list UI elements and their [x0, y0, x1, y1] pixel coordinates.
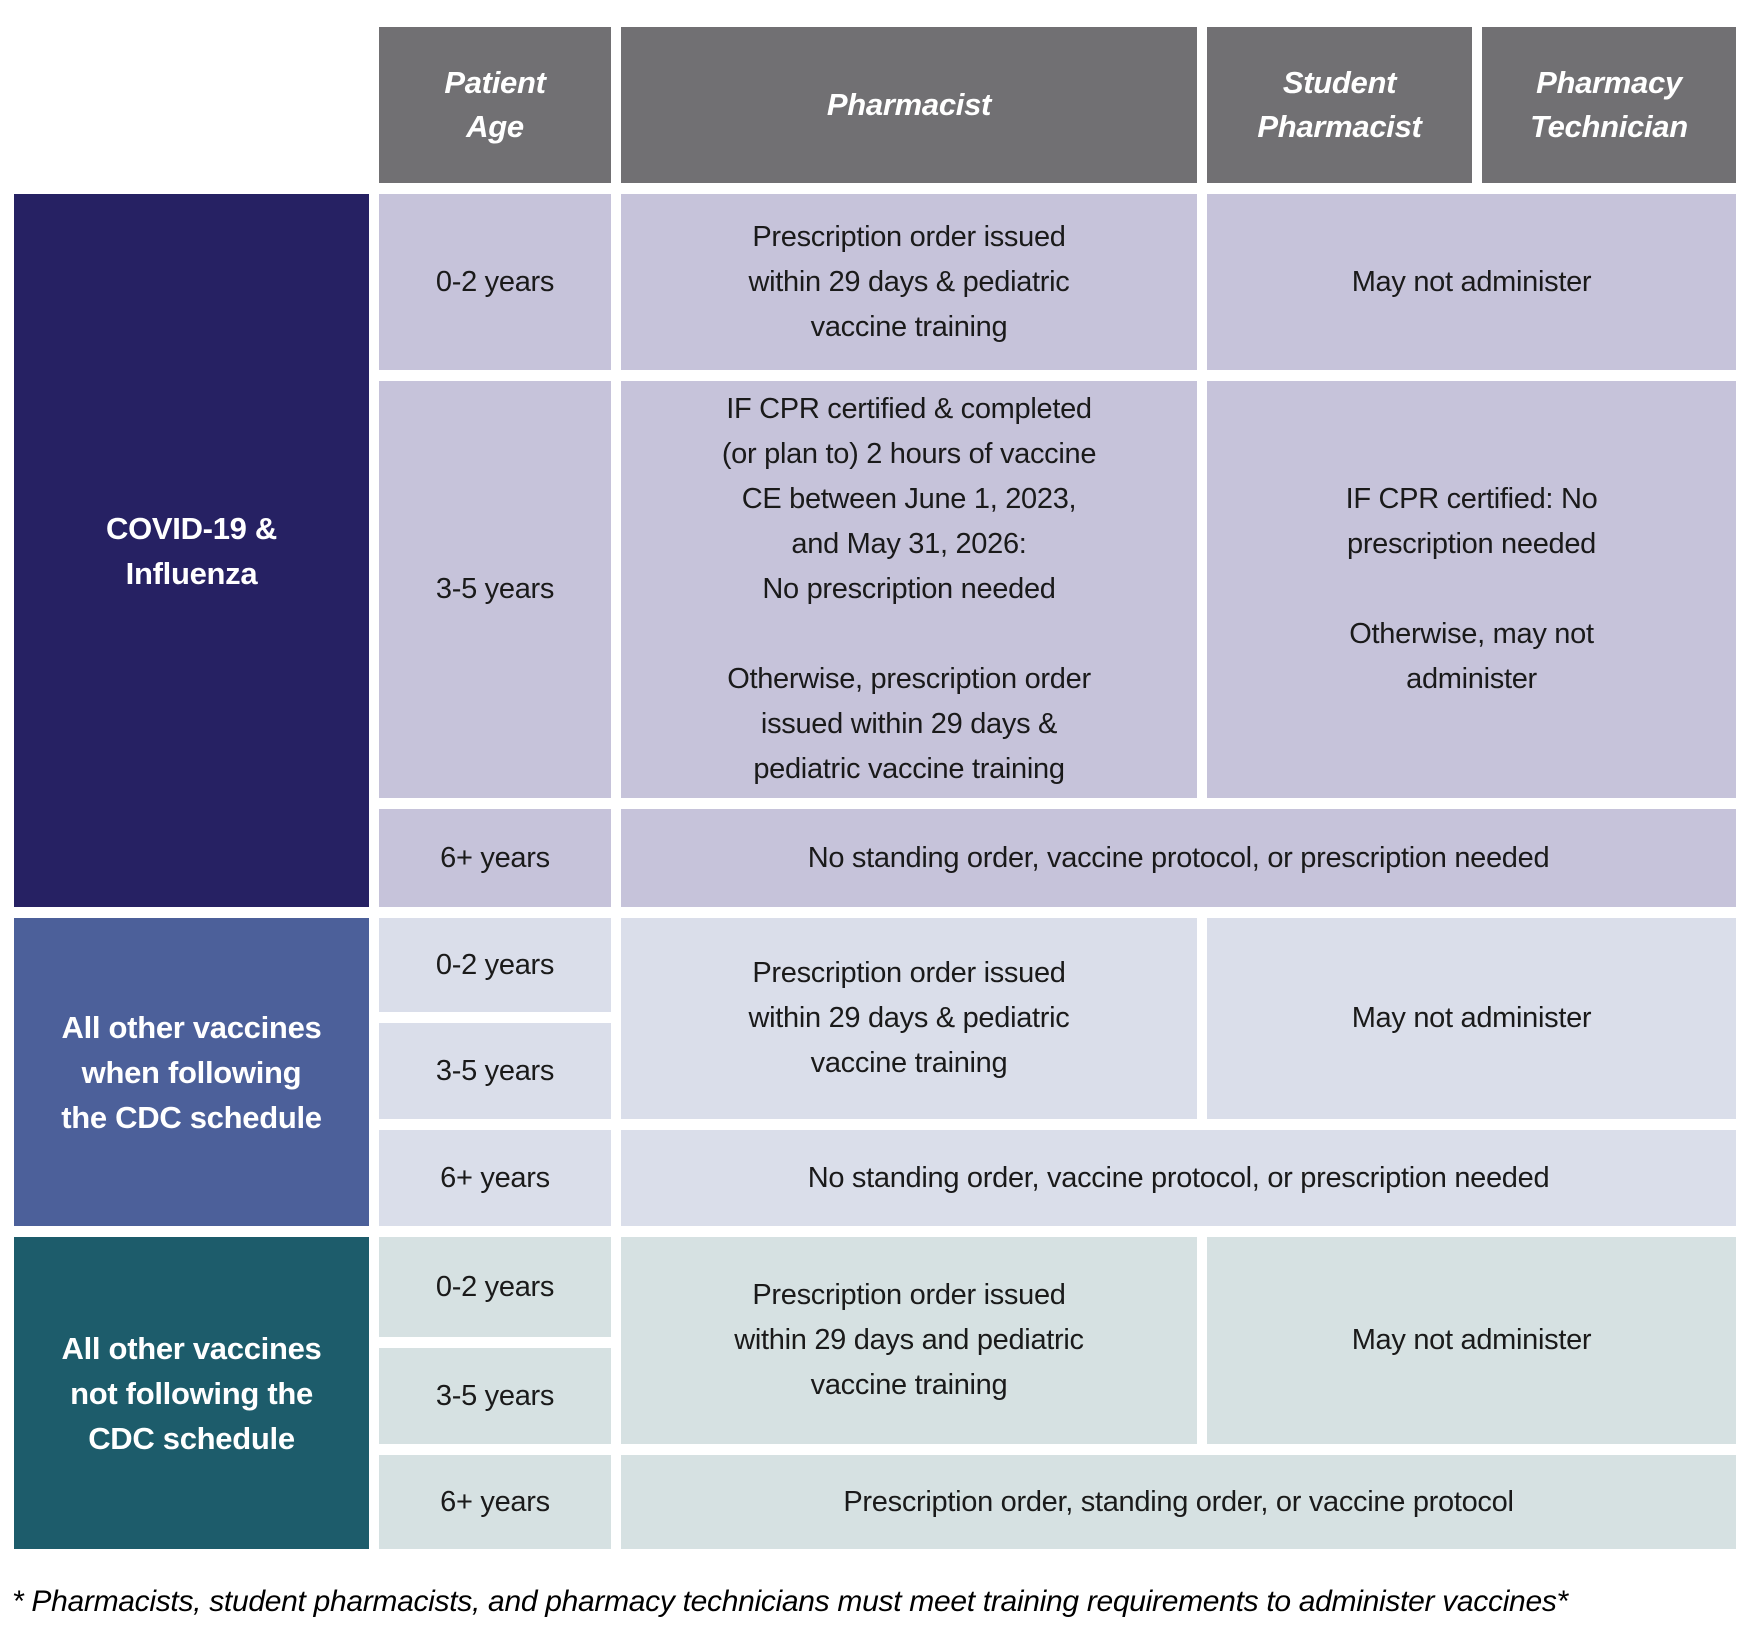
- column-header-pharmacy-technician: Pharmacy Technician: [1482, 27, 1736, 183]
- cdc-age-3-5-cell: 3-5 years: [379, 1023, 611, 1119]
- non-cdc-6-plus-all-roles-cell: Prescription order, standing order, or v…: [621, 1455, 1736, 1549]
- vaccine-authority-table: Patient Age Pharmacist Student Pharmacis…: [14, 27, 1736, 1549]
- cdc-6-plus-all-roles-cell: No standing order, vaccine protocol, or …: [621, 1130, 1736, 1226]
- covid-3-5-pharmacist-cell: IF CPR certified & completed (or plan to…: [621, 381, 1197, 798]
- non-cdc-age-6-plus-cell: 6+ years: [379, 1455, 611, 1549]
- column-header-pharmacist: Pharmacist: [621, 27, 1197, 183]
- covid-6-plus-all-roles-cell: No standing order, vaccine protocol, or …: [621, 809, 1736, 907]
- non-cdc-0-5-pharmacist-cell: Prescription order issued within 29 days…: [621, 1237, 1197, 1444]
- cdc-0-5-student-technician-cell: May not administer: [1207, 918, 1736, 1119]
- covid-age-0-2-cell: 0-2 years: [379, 194, 611, 370]
- column-header-patient-age: Patient Age: [379, 27, 611, 183]
- covid-3-5-student-technician-cell: IF CPR certified: No prescription needed…: [1207, 381, 1736, 798]
- covid-0-2-pharmacist-cell: Prescription order issued within 29 days…: [621, 194, 1197, 370]
- cdc-age-0-2-cell: 0-2 years: [379, 918, 611, 1012]
- covid-0-2-student-technician-cell: May not administer: [1207, 194, 1736, 370]
- row-group-label-cdc-schedule: All other vaccines when following the CD…: [14, 918, 369, 1226]
- non-cdc-age-3-5-cell: 3-5 years: [379, 1348, 611, 1444]
- covid-age-3-5-cell: 3-5 years: [379, 381, 611, 798]
- row-group-label-covid-influenza: COVID-19 & Influenza: [14, 194, 369, 907]
- covid-age-6-plus-cell: 6+ years: [379, 809, 611, 907]
- training-requirements-footnote: * Pharmacists, student pharmacists, and …: [12, 1585, 1568, 1618]
- column-header-student-pharmacist: Student Pharmacist: [1207, 27, 1472, 183]
- non-cdc-0-5-student-technician-cell: May not administer: [1207, 1237, 1736, 1444]
- non-cdc-age-0-2-cell: 0-2 years: [379, 1237, 611, 1337]
- cdc-0-5-pharmacist-cell: Prescription order issued within 29 days…: [621, 918, 1197, 1119]
- cdc-age-6-plus-cell: 6+ years: [379, 1130, 611, 1226]
- row-group-label-non-cdc-schedule: All other vaccines not following the CDC…: [14, 1237, 369, 1549]
